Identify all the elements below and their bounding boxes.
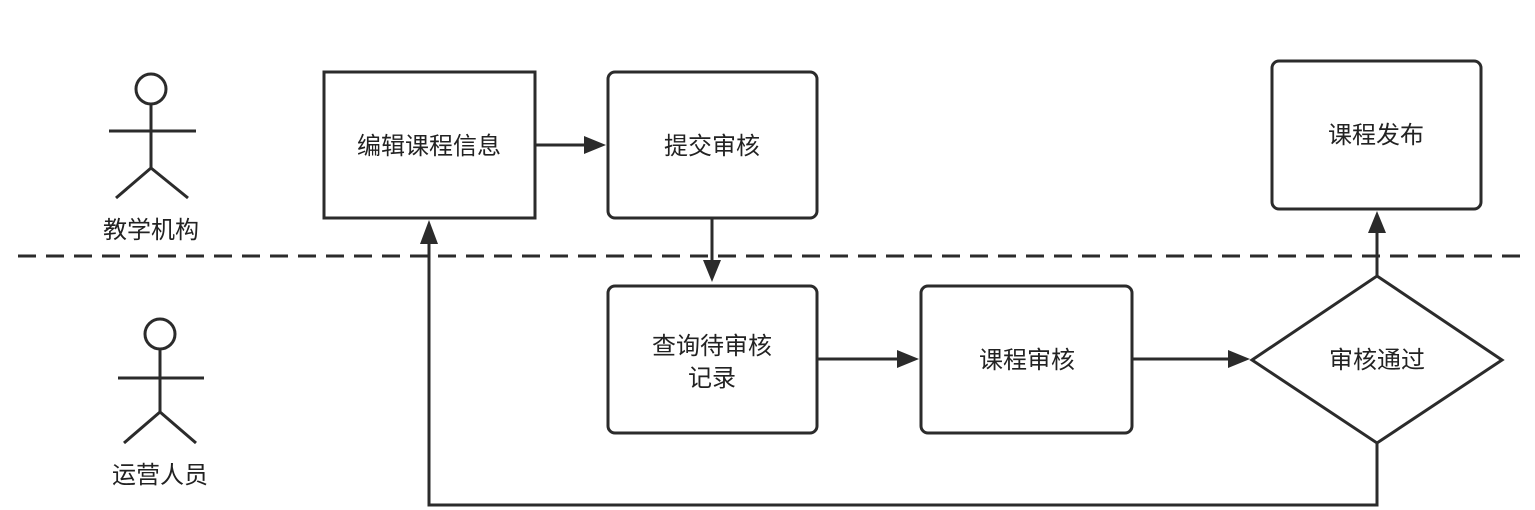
edge-submit-to-query xyxy=(703,218,721,282)
node-label-line1: 查询待审核 xyxy=(652,332,772,360)
node-edit-course[interactable]: 编辑课程信息 xyxy=(322,70,537,220)
node-submit-review[interactable]: 提交审核 xyxy=(606,70,819,220)
node-course-publish[interactable]: 课程发布 xyxy=(1270,59,1483,211)
actor-label: 运营人员 xyxy=(112,461,208,489)
node-label: 课程发布 xyxy=(1328,121,1424,149)
node-label: 编辑课程信息 xyxy=(357,132,501,160)
edge-edit-to-submit xyxy=(535,136,606,154)
node-review-passed-decision[interactable]: 审核通过 xyxy=(1249,274,1505,445)
edge-review-to-decision xyxy=(1132,350,1250,368)
node-label: 提交审核 xyxy=(664,132,760,160)
edge-query-to-review xyxy=(817,350,919,368)
arrowhead-icon xyxy=(897,350,919,368)
edge-decision-to-publish xyxy=(1368,211,1386,276)
stick-figure-icon xyxy=(118,317,204,445)
node-course-review[interactable]: 课程审核 xyxy=(919,284,1134,435)
arrowhead-icon xyxy=(1228,350,1250,368)
node-label: 课程审核 xyxy=(979,346,1075,374)
node-query-pending[interactable]: 查询待审核 记录 xyxy=(606,284,819,435)
arrowhead-icon xyxy=(1368,211,1386,233)
actor-teaching-institution: 教学机构 xyxy=(103,72,199,244)
arrowhead-icon xyxy=(584,136,606,154)
edge-decision-back-to-edit xyxy=(420,220,1379,507)
stick-figure-icon xyxy=(109,72,196,200)
arrowhead-icon xyxy=(420,220,438,244)
actor-operations-staff: 运营人员 xyxy=(112,317,208,489)
actor-label: 教学机构 xyxy=(103,216,199,244)
arrowhead-icon xyxy=(703,260,721,282)
node-label: 审核通过 xyxy=(1329,346,1425,374)
node-label-line2: 记录 xyxy=(688,364,736,392)
